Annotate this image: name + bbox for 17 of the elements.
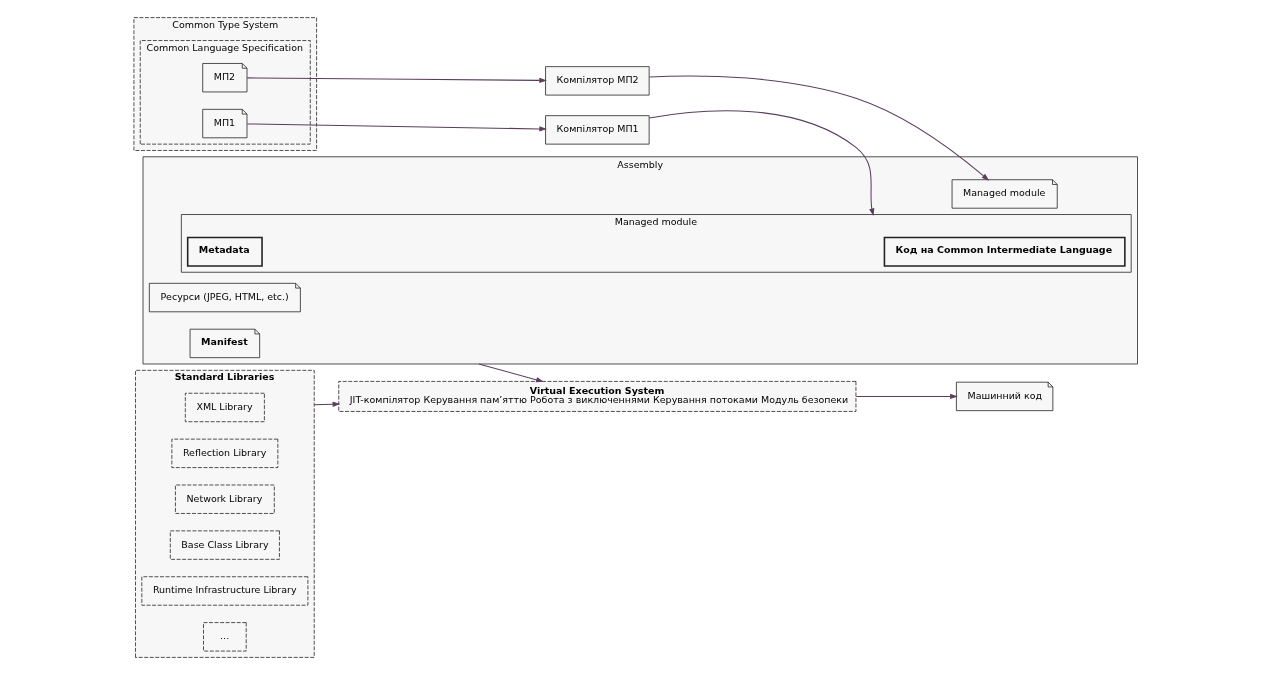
node-box: XML Library [184,392,265,423]
arrow [648,110,875,217]
node-box: ... [203,622,247,652]
node-box: Компілятор МП1 [545,115,650,145]
arrow [246,77,547,84]
node-box: Virtual Execution System JIT-компілятор Керування пам’яттю Робота з виключеннями Керування потоками Модуль безопеки [338,381,857,412]
node-box: Network Library [175,484,275,514]
arrow [313,401,341,407]
node-box: Reflection Library [171,438,279,468]
node-box: Metadata [186,236,263,267]
node-box: Base Class Library [169,530,280,560]
arrow [246,123,547,132]
node-box: Компілятор МП2 [545,66,650,96]
node-box: Runtime Infrastructure Library [141,576,309,606]
arrow [648,75,990,181]
node-box: Код на Common Intermediate Language [883,236,1126,267]
arrow [855,393,958,400]
